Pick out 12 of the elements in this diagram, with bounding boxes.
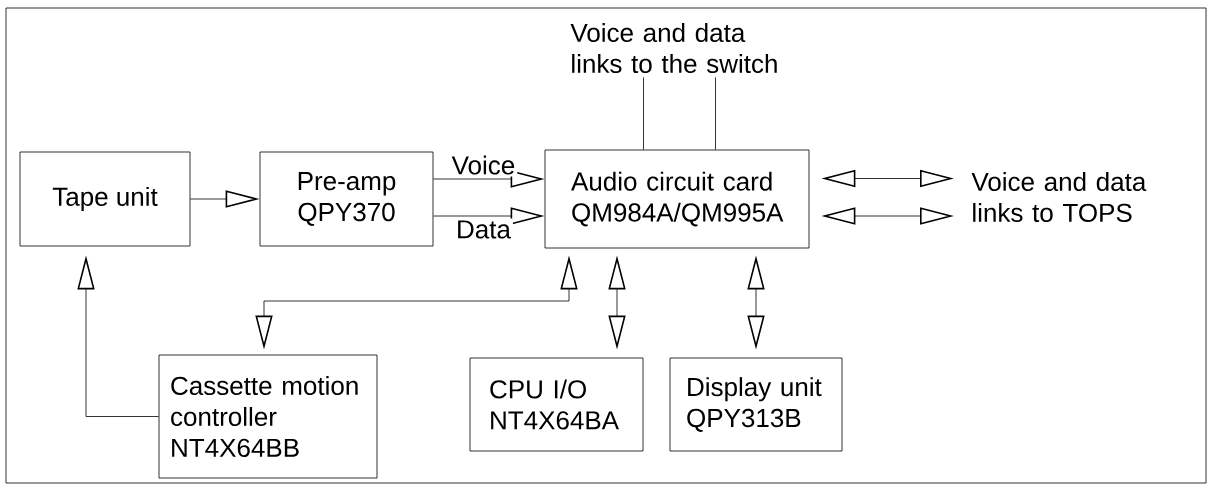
connector-line [715,77,716,150]
process-box: Display unit QPY313B [669,357,843,452]
process-box: Cassette motion controller NT4X64BB [158,354,378,479]
edge-label: Voice [449,153,518,177]
edge-label: Data [454,218,513,241]
process-box: CPU I/O NT4X64BA [469,357,644,452]
process-box: Pre-amp QPY370 [259,151,434,247]
connector-line [643,77,644,150]
annotation-text: Voice and data links to the switch [570,22,777,74]
annotation-text: Voice and data links to TOPS [971,171,1147,223]
process-box: Audio circuit card QM984A/QM995A [544,149,810,249]
process-box: Tape unit [19,151,191,247]
